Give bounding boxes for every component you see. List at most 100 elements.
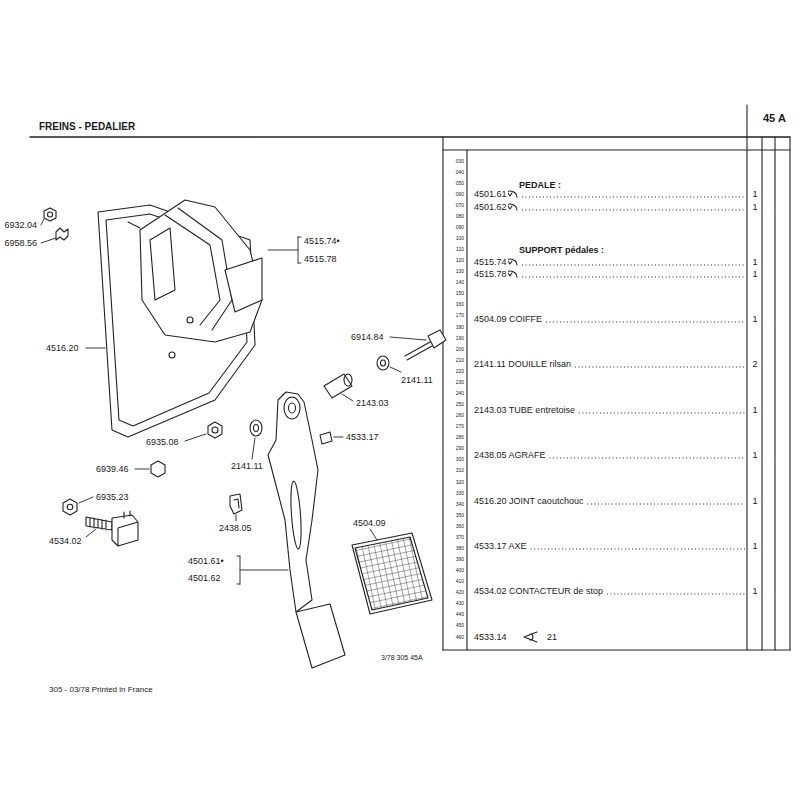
dot-leader	[531, 549, 745, 550]
leader-line	[342, 394, 353, 401]
leader-line	[236, 515, 237, 521]
leader-line	[79, 497, 93, 503]
row-number: 320	[455, 480, 465, 485]
dot-leader	[579, 413, 745, 414]
lock-washer	[56, 228, 68, 240]
nut	[208, 422, 222, 438]
row-number: 210	[455, 358, 465, 363]
row-number: 060	[455, 192, 465, 197]
header-rule	[30, 136, 790, 137]
row-number: 140	[455, 280, 465, 285]
print-note: 3/78 305 45A	[380, 654, 424, 661]
table-cell: 1	[751, 270, 758, 279]
row-number: 080	[455, 214, 465, 219]
clip	[230, 494, 242, 514]
callout-number: 6914.84	[350, 333, 385, 342]
table-cell: 1	[751, 406, 758, 415]
row-number: 120	[455, 258, 465, 263]
table-rule	[443, 149, 790, 150]
print-note: 305 - 03/78 Printed in France	[48, 686, 154, 694]
table-cell: 1	[751, 315, 758, 324]
page-title: FREINS - PEDALIER	[38, 122, 136, 132]
pedal-arm	[268, 392, 318, 612]
bolt-head	[428, 330, 446, 348]
leader-line	[390, 337, 426, 340]
row-number: 290	[455, 446, 465, 451]
table-cell: 4515.74	[473, 258, 508, 267]
callout-number: 4534.02	[48, 537, 83, 546]
spacer-tube	[324, 374, 352, 398]
bolt	[405, 342, 432, 360]
row-number: 160	[455, 302, 465, 307]
dot-leader	[546, 322, 745, 323]
row-number: 070	[455, 203, 465, 208]
table-cell: 2143.03 TUBE entretoise	[473, 406, 576, 415]
callout-number: 6939.46	[95, 465, 130, 474]
table-cell: 4516.20 JOINT caoutchouc	[473, 497, 584, 506]
callout-number: 6958.56	[3, 239, 38, 248]
callout-number: 6935.23	[95, 493, 130, 502]
nut	[63, 499, 77, 515]
pedal-support	[140, 200, 262, 342]
table-cell: PEDALE :	[518, 181, 562, 190]
table-cell: 1	[751, 497, 758, 506]
row-number: 040	[455, 170, 465, 175]
row-number: 450	[455, 623, 465, 628]
table-cell: 4501.61	[473, 190, 508, 199]
leader-line	[370, 529, 377, 540]
row-number: 230	[455, 380, 465, 385]
dot-leader	[522, 277, 745, 278]
row-number: 430	[455, 601, 465, 606]
stop-switch	[124, 511, 130, 518]
table-cell: 1	[751, 190, 758, 199]
row-number: 090	[455, 225, 465, 230]
table-cell: 4515.78	[473, 270, 508, 279]
nut	[48, 212, 53, 217]
row-number: 190	[455, 336, 465, 341]
callout-number: 2143.03	[355, 399, 390, 408]
table-cell: 21	[546, 633, 558, 642]
table-cell: 4534.02 CONTACTEUR de stop	[473, 587, 604, 596]
row-number: 400	[455, 568, 465, 573]
bushing	[250, 420, 262, 436]
bushing	[254, 425, 259, 432]
pedal-pivot	[284, 397, 300, 419]
leader-line	[41, 238, 56, 243]
row-number: 460	[455, 635, 465, 640]
bushing	[381, 360, 386, 366]
table-cell: 2141.11 DOUILLE rilsan	[473, 360, 572, 369]
table-cell: SUPPORT pédales :	[518, 246, 605, 255]
table-rule	[442, 137, 443, 650]
stop-switch	[86, 517, 112, 530]
row-number: 310	[455, 468, 465, 473]
table-cell: 1	[751, 451, 758, 460]
leader-line	[334, 437, 343, 438]
row-number: 300	[455, 457, 465, 462]
row-number: 170	[455, 313, 465, 318]
leader-line	[135, 469, 149, 470]
table-cell: 4533.17 AXE	[473, 542, 528, 551]
row-number: 220	[455, 369, 465, 374]
callout-number: 4501.62	[187, 574, 222, 583]
leader-bracket	[237, 556, 288, 584]
bushing	[377, 356, 389, 370]
leader-line	[252, 438, 255, 459]
pedal-plate	[296, 604, 345, 668]
leader-line	[390, 367, 401, 372]
pedal-support	[225, 258, 262, 312]
callout-number: 2141.11	[230, 462, 264, 471]
table-rule	[789, 137, 790, 650]
row-number: 200	[455, 347, 465, 352]
row-number: 260	[455, 413, 465, 418]
dot-leader	[522, 210, 745, 211]
gasket-hole	[169, 352, 175, 358]
row-number: 440	[455, 612, 465, 617]
support-hole	[187, 317, 193, 323]
page-number: 45 A	[762, 113, 787, 124]
pedal-support	[165, 208, 232, 330]
table-rule	[746, 105, 747, 650]
leader-line	[41, 219, 44, 225]
table-cell: 1	[751, 258, 758, 267]
